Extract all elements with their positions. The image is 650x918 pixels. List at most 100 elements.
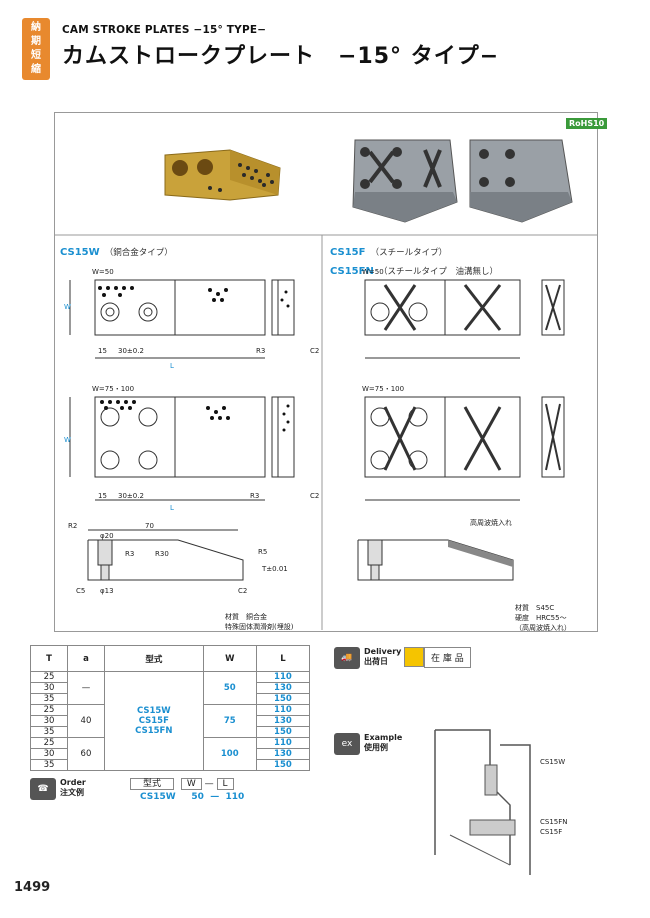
stock-box-icon bbox=[404, 647, 424, 667]
hardness-note: （高周波焼入れ） bbox=[515, 624, 571, 632]
short-delivery-badge: 納 期 短 縮 bbox=[22, 18, 50, 80]
th-l: L bbox=[255, 645, 311, 672]
desc-steel: （スチールタイプ） bbox=[370, 248, 448, 258]
dim-r5: R5 bbox=[258, 548, 268, 556]
example-icon: ex bbox=[334, 733, 360, 755]
page-number: 1499 bbox=[14, 880, 51, 895]
hardness-value: HRC55〜 bbox=[536, 614, 567, 622]
order-label-en: Order bbox=[60, 778, 86, 787]
model-cs15f: CS15F bbox=[138, 716, 169, 726]
cell-l: 110 bbox=[255, 737, 311, 749]
width-label-50: W=50 bbox=[92, 268, 114, 276]
cell-t: 25 bbox=[30, 737, 68, 749]
cell-t: 25 bbox=[30, 704, 68, 716]
brass-plate-photo bbox=[164, 149, 281, 201]
order-values: CS15W 50 — 110 bbox=[140, 792, 244, 802]
order-v-model: CS15W bbox=[140, 792, 176, 802]
dim-15: 15 bbox=[98, 347, 107, 355]
cs15f-drawing-w75 bbox=[364, 396, 565, 501]
order-h-w: W bbox=[180, 778, 202, 790]
dim-r3-section: R3 bbox=[125, 550, 135, 558]
cell-l: 150 bbox=[255, 693, 311, 705]
order-v-w: 50 bbox=[191, 792, 204, 802]
usage-example-diagram bbox=[434, 729, 531, 875]
code-cs15fn: CS15FN bbox=[330, 266, 374, 277]
cs15w-drawing-w50 bbox=[69, 279, 295, 359]
dim-30-2: 30±0.2 bbox=[118, 492, 144, 500]
title-japanese: カムストロークプレート −15° タイプ− bbox=[62, 44, 500, 69]
cell-t: 35 bbox=[30, 693, 68, 705]
steel-plate-photo-f bbox=[352, 139, 458, 223]
cell-w: 50 bbox=[202, 671, 257, 705]
cell-l: 130 bbox=[255, 715, 311, 727]
material-label: 材質 bbox=[225, 613, 239, 621]
material-value-right: S45C bbox=[536, 604, 555, 612]
order-phone-icon: ☎ bbox=[30, 778, 56, 800]
dim-c2: C2 bbox=[310, 347, 320, 355]
cell-t: 35 bbox=[30, 759, 68, 771]
steel-plate-photo-fn bbox=[469, 139, 573, 223]
width-label-50-right: W=50 bbox=[362, 268, 384, 276]
cs15w-section-view bbox=[87, 529, 244, 581]
dim-r30: R30 bbox=[155, 550, 169, 558]
dim-l-2: L bbox=[170, 504, 174, 512]
material-value: 銅合金 bbox=[246, 613, 267, 621]
order-v-sep: — bbox=[210, 792, 220, 802]
dim-w: W bbox=[64, 303, 71, 311]
material-label-right: 材質 bbox=[515, 604, 529, 612]
width-label-75-100: W=75・100 bbox=[92, 385, 135, 393]
badge-char: 縮 bbox=[31, 64, 41, 75]
delivery-label-jp: 出荷日 bbox=[364, 657, 388, 666]
badge-char: 期 bbox=[31, 36, 41, 47]
order-v-l: 110 bbox=[225, 792, 245, 802]
cell-t: 35 bbox=[30, 726, 68, 738]
th-a: a bbox=[66, 645, 105, 672]
cell-w: 100 bbox=[202, 737, 257, 771]
cell-t: 25 bbox=[30, 671, 68, 683]
cs15w-drawing-w75 bbox=[69, 396, 295, 501]
cell-l: 110 bbox=[255, 671, 311, 683]
order-h-l: L bbox=[216, 778, 234, 790]
cell-a: — bbox=[66, 671, 105, 705]
cell-t: 30 bbox=[30, 715, 68, 727]
order-label-jp: 注文例 bbox=[60, 788, 84, 797]
panel-dividers bbox=[54, 234, 598, 630]
example-label-en: Example bbox=[364, 733, 403, 742]
example-cs15fn: CS15FN bbox=[540, 818, 568, 826]
desc-steel-no-groove: （スチールタイプ 油溝無し） bbox=[378, 267, 498, 277]
order-example: 型式 W — L bbox=[130, 776, 234, 790]
cs15f-drawing-w50 bbox=[364, 279, 565, 359]
dim-70: 70 bbox=[145, 522, 154, 530]
dim-t: T±0.01 bbox=[262, 565, 288, 573]
rohs-badge: RoHS10 bbox=[566, 118, 608, 129]
cell-models: CS15W CS15F CS15FN bbox=[103, 671, 204, 771]
model-cs15w: CS15W bbox=[136, 706, 171, 716]
dim-r3-2: R3 bbox=[250, 492, 260, 500]
example-cs15f: CS15F bbox=[540, 828, 563, 836]
dim-l: L bbox=[170, 362, 174, 370]
cell-t: 30 bbox=[30, 682, 68, 694]
cs15f-section-view bbox=[357, 539, 514, 581]
material-note-left: 材質 銅合金 特殊固体潤滑剤(埋設) bbox=[225, 612, 293, 632]
badge-char: 短 bbox=[31, 50, 41, 61]
material-note-right: 材質 S45C 硬度 HRC55〜 （高周波焼入れ） bbox=[515, 603, 571, 633]
delivery-label-en: Delivery bbox=[364, 647, 402, 656]
cell-l: 150 bbox=[255, 726, 311, 738]
dim-c2-section: C2 bbox=[238, 587, 248, 595]
product-panel bbox=[54, 112, 598, 632]
example-label: Example 使用例 bbox=[364, 733, 402, 753]
cell-l: 130 bbox=[255, 748, 311, 760]
order-label: Order 注文例 bbox=[60, 778, 86, 798]
badge-char: 納 bbox=[31, 22, 41, 33]
cell-l: 130 bbox=[255, 682, 311, 694]
dim-w-2: W bbox=[64, 436, 71, 444]
delivery-label: Delivery 出荷日 bbox=[364, 647, 401, 667]
example-cs15w: CS15W bbox=[540, 758, 566, 766]
width-label-75-100-right: W=75・100 bbox=[362, 385, 405, 393]
delivery-truck-icon: 🚚 bbox=[334, 647, 360, 669]
dim-r3: R3 bbox=[256, 347, 266, 355]
hardness-label: 硬度 bbox=[515, 614, 529, 622]
order-sep: — bbox=[204, 779, 214, 789]
cell-a: 40 bbox=[66, 704, 105, 738]
cell-w: 75 bbox=[202, 704, 257, 738]
